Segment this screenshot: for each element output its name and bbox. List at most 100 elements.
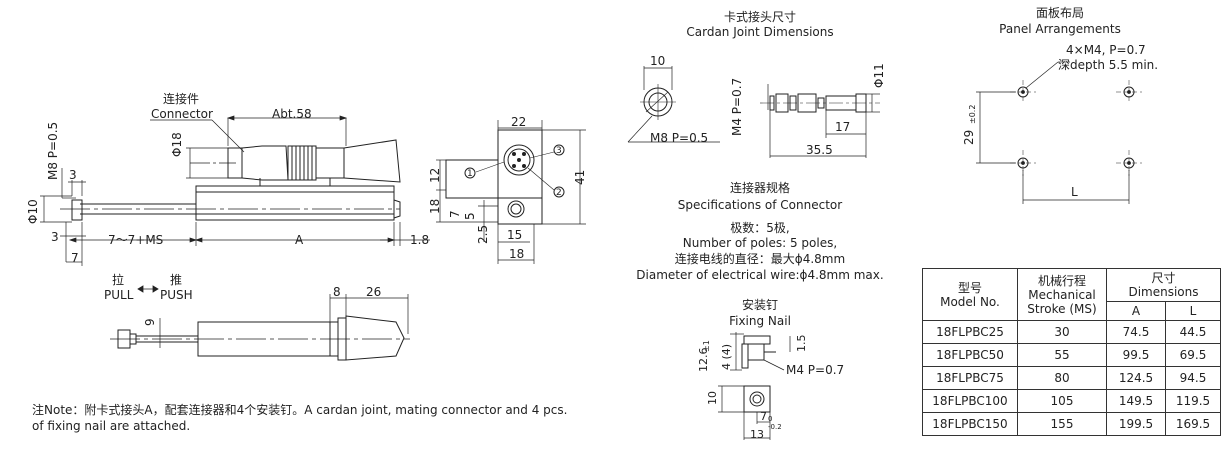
cell-model: 18FLPBC100 [922, 389, 1018, 413]
cell-ms: 155 [1017, 412, 1107, 436]
nail-dim-7-lower-tol: -0.2 [768, 423, 782, 431]
cell-ms: 55 [1017, 343, 1107, 367]
cardan-dim-10: 10 [650, 54, 666, 68]
dim-stroke: 7～7+MS [108, 233, 164, 247]
header-stroke-en1: Mechanical [1028, 287, 1096, 302]
end-view [436, 120, 586, 264]
panel-depth-label: 深depth 5.5 min. [1058, 58, 1159, 72]
pull-label-cn: 拉 [112, 273, 125, 287]
cell-l: 69.5 [1165, 343, 1221, 367]
push-label-en: PUSH [160, 288, 193, 302]
dim-18-bottom: 18 [509, 247, 525, 261]
pin-label-3: 3 [556, 146, 562, 156]
pull-push-arrow [137, 285, 159, 293]
nail-m4: M4 P=0.7 [786, 363, 845, 377]
connector-label-cn: 连接件 [163, 92, 200, 106]
dim-7: 7 [71, 251, 79, 265]
cell-ms: 30 [1017, 320, 1107, 344]
pin-label-1: 1 [467, 169, 473, 179]
panel-dim-l: L [1071, 185, 1078, 199]
header-l: L [1165, 301, 1221, 321]
dim-phi10: Φ10 [26, 199, 40, 224]
cardan-dim-17: 17 [835, 120, 851, 134]
header-stroke-cn: 机械行程 [1037, 273, 1086, 288]
cell-model: 18FLPBC25 [922, 320, 1018, 344]
dim-18-vertical: 18 [428, 198, 442, 214]
fixing-nail-title-cn: 安装钉 [741, 298, 778, 312]
header-dimensions-en: Dimensions [1128, 285, 1199, 299]
panel-m4-label: 4×M4, P=0.7 [1066, 43, 1146, 57]
cell-a: 74.5 [1106, 320, 1166, 344]
cell-a: 124.5 [1106, 366, 1166, 390]
cell-a: 99.5 [1106, 343, 1166, 367]
cardan-title-cn: 卡式接头尺寸 [723, 10, 796, 24]
actuator-bottom-view [110, 294, 410, 361]
note-line-1: 注Note：附卡式接头A，配套连接器和4个安装钉。A cardan joint,… [32, 403, 568, 417]
cell-a: 199.5 [1106, 412, 1166, 436]
model-dimension-table: 型号 Model No. 机械行程 Mechanical Stroke (MS)… [922, 268, 1221, 436]
connector-poles-en: Number of poles: 5 poles, [682, 236, 838, 250]
dim-a: A [295, 233, 304, 247]
cell-model: 18FLPBC50 [922, 343, 1018, 367]
header-model-en: Model No. [940, 294, 1000, 309]
dim-7-end: 7 [448, 210, 462, 218]
dim-22: 22 [511, 115, 527, 129]
connector-wire-en: Diameter of electrical wire:ϕ4.8mm max. [636, 268, 884, 282]
pin-label-2: 2 [556, 188, 562, 198]
fixing-nail-drawing [718, 332, 791, 440]
nail-dim-4: 4 (4) [720, 343, 733, 370]
header-model: 型号 Model No. [922, 268, 1018, 321]
nail-dim-7-upper-tol: 0 [768, 415, 773, 423]
dim-3-bottom: 3 [51, 230, 59, 244]
dim-3-top: 3 [69, 168, 77, 182]
panel-dim-29: 29 [962, 129, 976, 145]
dim-5: 5 [463, 212, 477, 220]
panel-dim-29-tol: ±0.2 [968, 104, 977, 124]
dim-abt58: Abt.58 [272, 107, 312, 121]
nail-dim-1-5: 1.5 [795, 334, 808, 353]
header-stroke: 机械行程 Mechanical Stroke (MS) [1017, 268, 1107, 321]
nail-dim-13: 13 [750, 428, 764, 441]
left-view-dimensions [40, 115, 430, 266]
dim-41: 41 [573, 169, 587, 185]
cell-l: 169.5 [1165, 412, 1221, 436]
table-row: 18FLPBC100 105 149.5 119.5 [922, 389, 1221, 413]
dim-8: 8 [333, 285, 341, 299]
panel-title-cn: 面板布局 [1035, 6, 1084, 20]
cell-l: 44.5 [1165, 320, 1221, 344]
cell-a: 149.5 [1106, 389, 1166, 413]
push-label-cn: 推 [170, 273, 183, 287]
cell-model: 18FLPBC150 [922, 412, 1018, 436]
connector-label-en: Connector [151, 107, 213, 121]
connector-spec-title-cn: 连接器规格 [729, 181, 790, 195]
dim-12: 12 [428, 167, 442, 183]
cell-ms: 105 [1017, 389, 1107, 413]
table-row: 18FLPBC25 30 74.5 44.5 [922, 320, 1221, 344]
actuator-side-view [60, 139, 401, 221]
fixing-nail-title-en: Fixing Nail [729, 314, 791, 328]
cell-l: 94.5 [1165, 366, 1221, 390]
dim-26: 26 [366, 285, 382, 299]
cardan-joint-drawing [627, 66, 880, 158]
dim-phi18: Φ18 [170, 132, 184, 157]
cardan-m8: M8 P=0.5 [650, 131, 709, 145]
cardan-dim-35-5: 35.5 [806, 143, 833, 157]
cell-l: 119.5 [1165, 389, 1221, 413]
table-row: 18FLPBC75 80 124.5 94.5 [922, 366, 1221, 390]
header-dimensions-cn: 尺寸 [1151, 271, 1176, 285]
pull-label-en: PULL [104, 288, 134, 302]
dim-2-5: 2.5 [476, 224, 490, 244]
connector-poles-cn: 极数：5极, [730, 221, 790, 235]
dim-15: 15 [507, 228, 523, 242]
table-row: 18FLPBC150 155 199.5 169.5 [922, 412, 1221, 436]
cell-ms: 80 [1017, 366, 1107, 390]
header-dimensions: 尺寸 Dimensions [1106, 268, 1221, 302]
nail-dim-12-6-tol: ±1 [702, 340, 711, 352]
header-model-cn: 型号 [957, 280, 982, 295]
connector-spec-title-en: Specifications of Connector [677, 198, 843, 212]
cell-model: 18FLPBC75 [922, 366, 1018, 390]
nail-dim-7: 7 [760, 410, 767, 423]
nail-dim-10: 10 [706, 391, 719, 405]
panel-arrangement-drawing [976, 61, 1142, 204]
